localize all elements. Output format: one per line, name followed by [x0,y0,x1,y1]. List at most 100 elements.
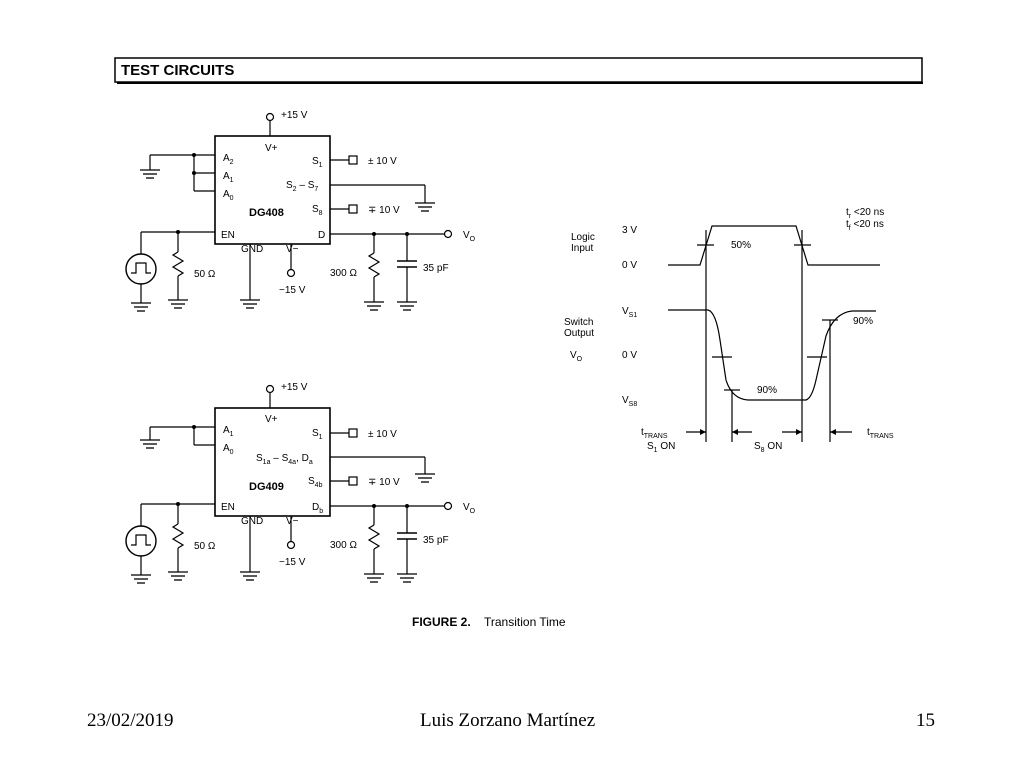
load-resistor [367,252,381,278]
switch-vo-label: VO [570,350,583,363]
ground-icon [396,573,418,583]
source-resistor [171,523,185,549]
dg408-chip-body [214,135,331,245]
figure-number: FIGURE 2. [412,615,471,629]
dg408-pin-a2: A2 [223,153,234,166]
dg408-s8-voltage: ∓ 10 V [368,205,400,216]
dg408-vplus-pin: V+ [265,143,278,154]
ground-icon [414,473,436,483]
output-90pct-rise-label: 90% [853,316,873,327]
dg408-supply-neg-label: −15 V [279,285,306,296]
ground-icon [130,574,152,584]
ttrans-right-label: tTRANS [867,427,894,440]
slide-footer: 23/02/2019 Luis Zorzano Martínez 15 [87,710,935,731]
ground-icon [396,301,418,311]
s8-on-label: S8 ON [754,441,782,454]
dg408-chip-label: DG408 [249,207,284,219]
dg408-en-pin: EN [221,230,235,241]
figure-caption: FIGURE 2. Transition Time [412,615,566,629]
dg409-pin-a1: A1 [223,425,234,438]
dg408-vo-label: VO [463,230,476,243]
dg408-vneg-terminal [286,268,296,278]
figure-title: Transition Time [484,615,566,629]
dg409-supply-terminal [265,384,275,394]
dg409-pin-a0: A0 [223,443,234,456]
ground-icon [414,202,436,212]
dg409-vo-terminal [443,501,453,511]
ground-icon [363,573,385,583]
logic-3v-label: 3 V [622,225,637,236]
pulse-generator-icon [125,253,157,285]
footer-author: Luis Zorzano Martínez [420,710,595,731]
dg409-pin-db: Db [312,502,323,515]
circuit-dg408: DG408 V+ +15 V A2 A1 A0 EN GND V− −15 V [125,110,476,312]
s1-on-label: S1 ON [647,441,675,454]
logic-50pct-label: 50% [731,240,751,251]
logic-0v-label: 0 V [622,260,637,271]
dg409-gnd-pin: GND [241,516,263,527]
vs8-label: VS8 [622,395,637,408]
dg408-vminus-pin: V− [286,244,299,255]
dg409-s4b-terminal [348,476,358,486]
dg409-chip-body [214,407,331,517]
header-title: TEST CIRCUITS [121,62,234,79]
output-90pct-fall-label: 90% [757,385,777,396]
ground-icon [363,301,385,311]
ttrans-left-label: tTRANS [641,427,668,440]
dg408-vo-terminal [443,229,453,239]
logic-input-waveform [668,225,880,266]
ground-icon [130,302,152,312]
dg409-pin-s1: S1 [312,428,323,441]
ground-icon [167,571,189,581]
footer-page-number: 15 [916,710,935,731]
dg409-load-capacitor-label: 35 pF [423,535,449,546]
dg409-s1-voltage: ± 10 V [368,429,397,440]
dg408-pin-s8: S8 [312,204,323,217]
dg408-s8-terminal [348,204,358,214]
source-resistor [171,251,185,277]
dg409-s4b-voltage: ∓ 10 V [368,477,400,488]
vout-0v-label: 0 V [622,350,637,361]
ground-icon [139,169,161,179]
circuit-dg409: DG409 V+ +15 V A1 A0 EN GND V− −15 V 50 … [125,382,476,584]
dg409-source-resistor-label: 50 Ω [194,541,216,552]
dg409-supply-pos-label: +15 V [281,382,308,393]
dg408-s1-voltage: ± 10 V [368,156,397,167]
dg409-pin-s1a-s4a: S1a – S4a, Da [256,453,313,466]
load-resistor [367,524,381,550]
dg408-pin-a1: A1 [223,171,234,184]
test-circuits-header: TEST CIRCUITS [114,57,923,84]
dg408-supply-pos-label: +15 V [281,110,308,121]
dg409-vo-label: VO [463,502,476,515]
dg408-load-resistor-label: 300 Ω [330,268,357,279]
svg-text:Output: Output [564,328,594,339]
dg409-load-resistor-label: 300 Ω [330,540,357,551]
switch-output-label: Switch [564,317,593,328]
svg-text:Input: Input [571,243,593,254]
dg408-load-capacitor-label: 35 pF [423,263,449,274]
dg409-chip-label: DG409 [249,481,284,493]
dg409-vneg-terminal [286,540,296,550]
dg408-gnd-pin: GND [241,244,263,255]
pulse-generator-icon [125,525,157,557]
logic-input-label: Logic [571,232,595,243]
dg408-pin-a0: A0 [223,189,234,202]
rise-time-label: tr <20 ns [846,207,884,220]
timing-diagram: Logic Input 3 V 0 V 50% tr <20 ns tf <20… [564,207,894,454]
dg408-source-resistor-label: 50 Ω [194,269,216,280]
dg408-pin-s1: S1 [312,156,323,169]
ground-icon [239,299,261,309]
ground-icon [139,439,161,449]
fall-time-label: tf <20 ns [846,219,884,232]
ground-icon [239,571,261,581]
dg408-supply-terminal [265,112,275,122]
dg409-vminus-pin: V− [286,516,299,527]
dg409-s1-terminal [348,428,358,438]
footer-date: 23/02/2019 [87,710,174,731]
vs1-label: VS1 [622,306,637,319]
dg409-en-pin: EN [221,502,235,513]
dg409-vplus-pin: V+ [265,414,278,425]
switch-output-waveform [668,309,876,401]
dg408-pin-d: D [318,230,325,241]
ground-icon [167,299,189,309]
